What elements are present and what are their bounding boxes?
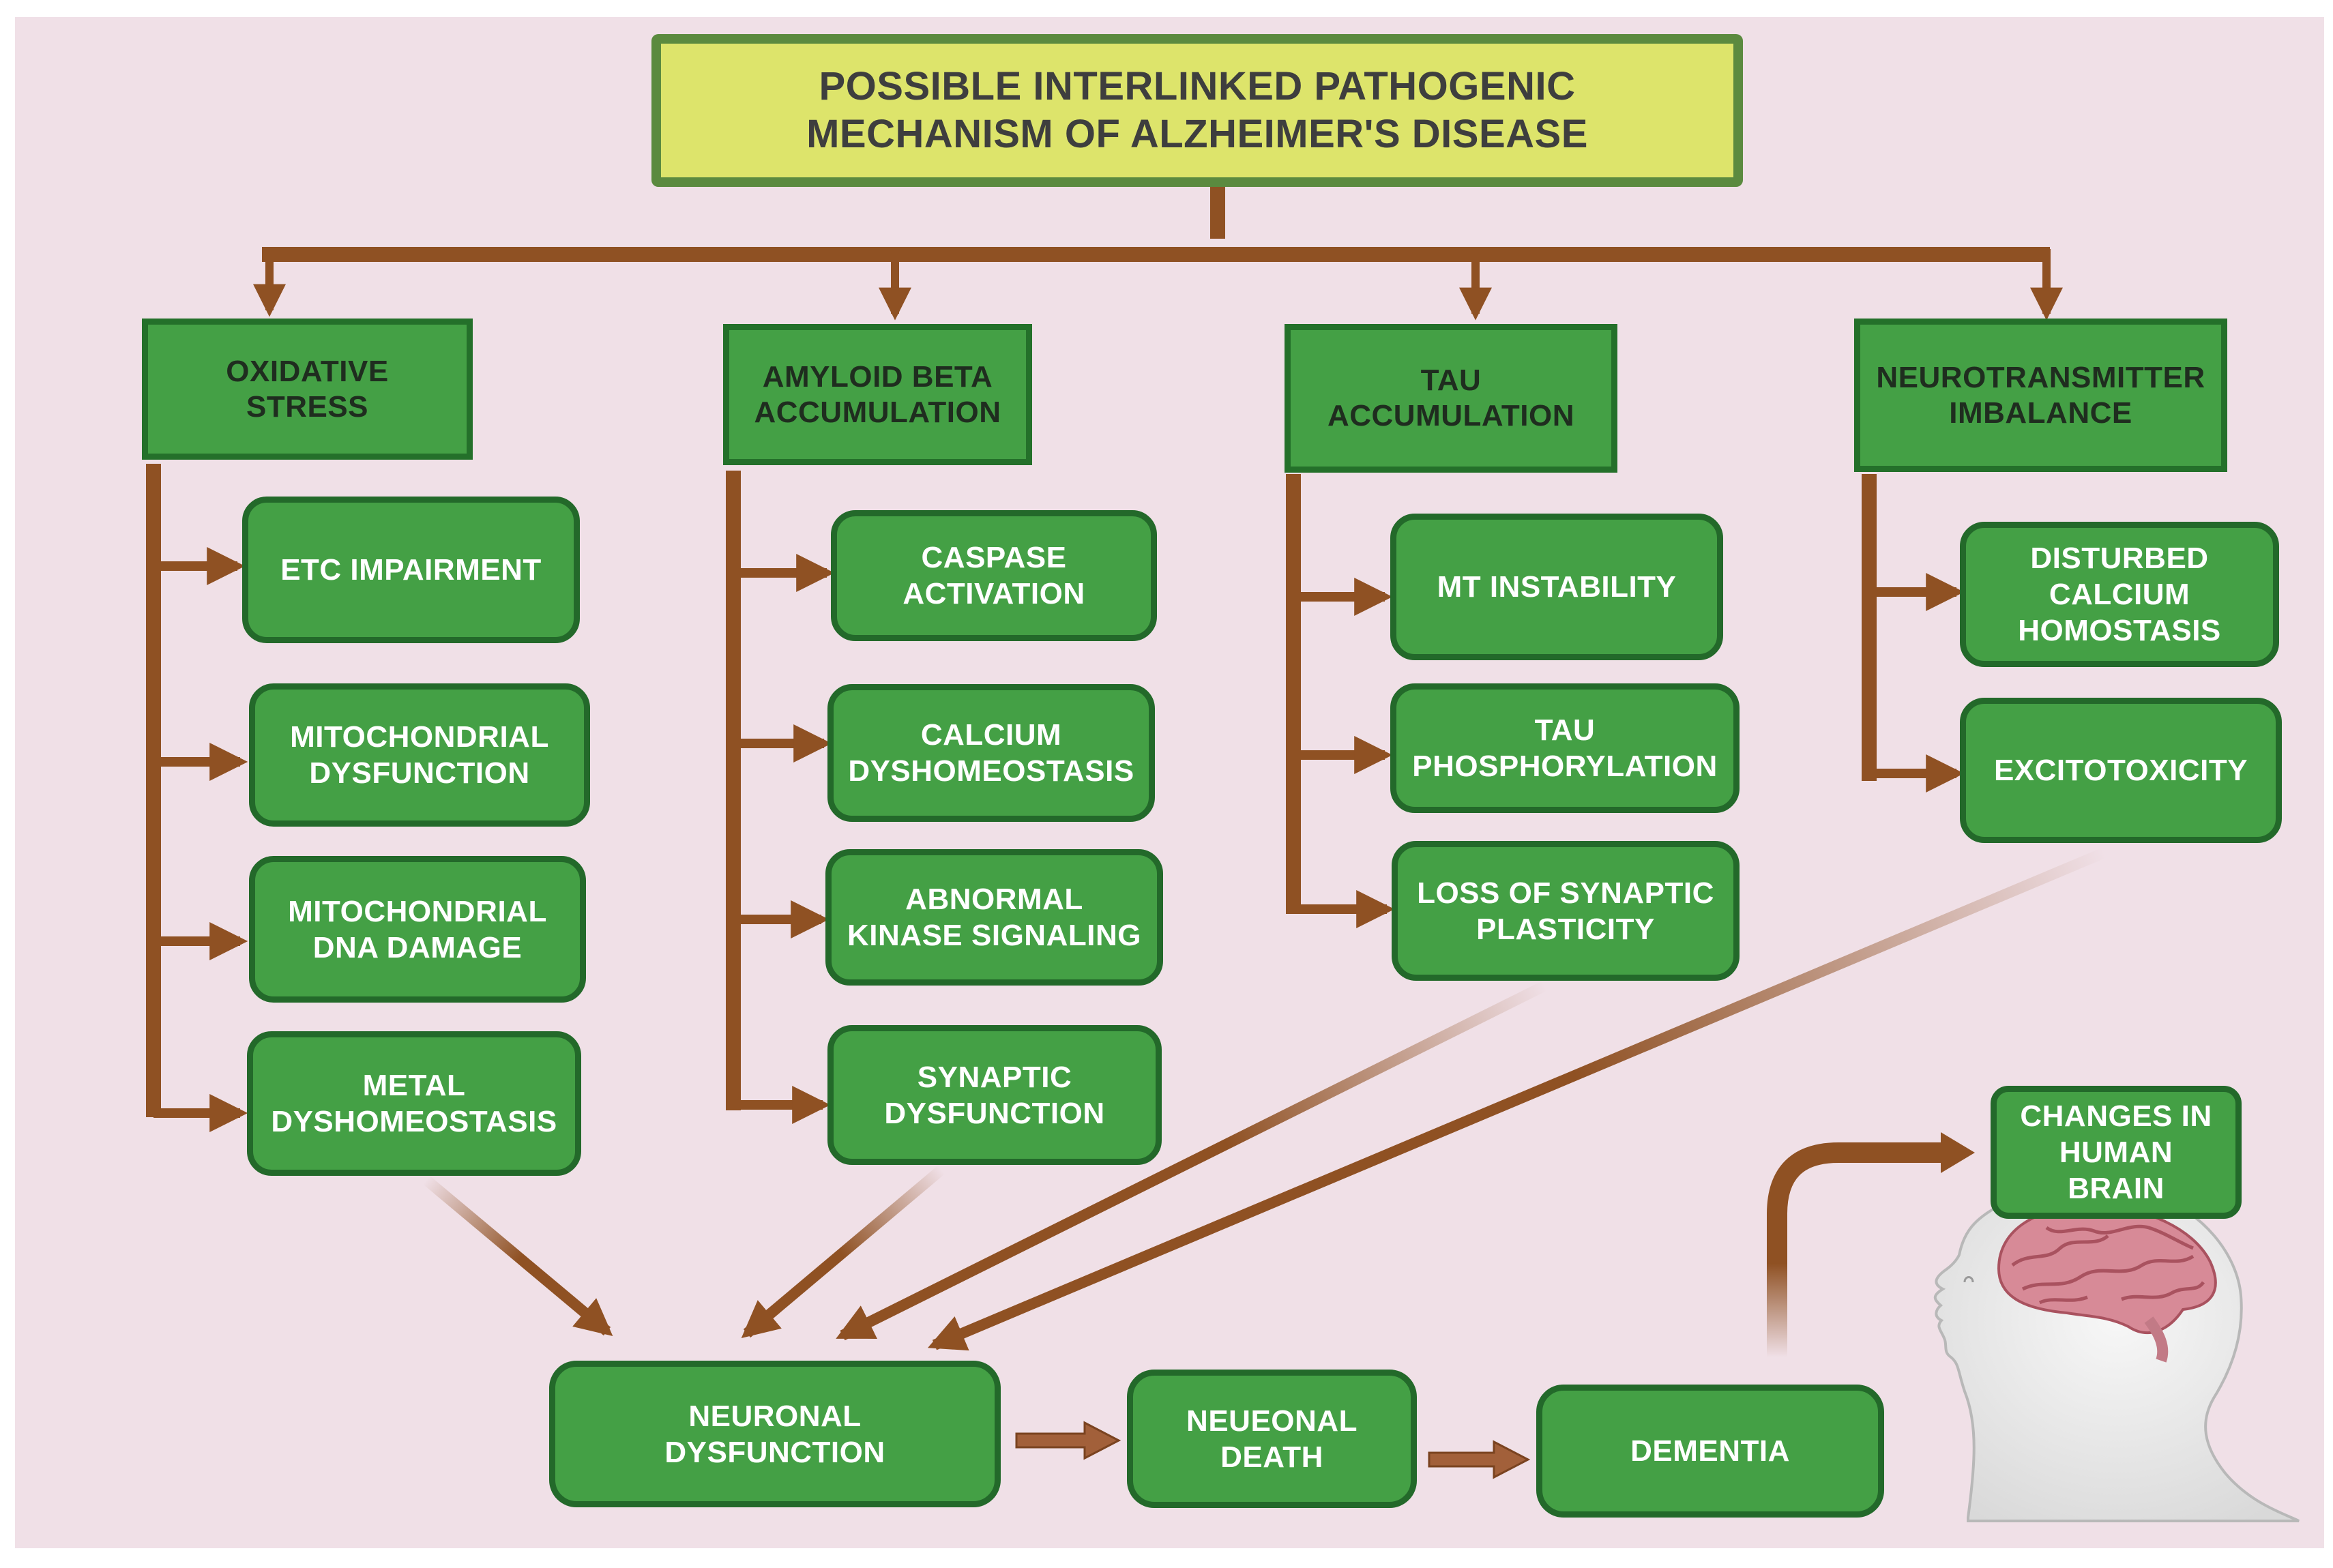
outcome-dementia: DEMENTIA [1536,1385,1884,1518]
item-excitotoxicity: EXCITOTOXICITY [1960,698,2282,843]
item-mitochondrial-dysfunction: MITOCHONDRIAL DYSFUNCTION [249,683,590,827]
item-label: MITOCHONDRIAL DNA DAMAGE [288,894,547,964]
category-amyloid-beta-label: AMYLOID BETA ACCUMULATION [754,359,1001,429]
item-label: CASPASE ACTIVATION [903,541,1085,610]
category-oxidative-stress: OXIDATIVE STRESS [142,319,473,460]
item-label: METAL DYSHOMEOSTASIS [271,1069,557,1138]
category-neurotransmitter-label: NEUROTRANSMITTER IMBALANCE [1876,360,2205,430]
category-oxidative-stress-label: OXIDATIVE STRESS [226,354,389,424]
category-neurotransmitter: NEUROTRANSMITTER IMBALANCE [1854,319,2227,472]
human-head-brain-icon [1933,1182,2300,1522]
outcome-label: NEURONAL DYSFUNCTION [664,1399,885,1469]
category-tau-label: TAU ACCUMULATION [1327,364,1575,432]
item-abnormal-kinase-signaling: ABNORMAL KINASE SIGNALING [825,849,1163,986]
curved-arrow [1767,1142,1948,1357]
item-label: CALCIUM DYSHOMEOSTASIS [848,718,1134,788]
outcome-label: NEUEONAL DEATH [1186,1404,1358,1474]
item-label: SYNAPTIC DYSFUNCTION [884,1060,1105,1130]
diagram-title: POSSIBLE INTERLINKED PATHOGENIC MECHANIS… [651,34,1743,187]
brain-changes-label: CHANGES IN HUMAN BRAIN [1991,1086,2242,1219]
outcome-arrows [1015,1421,1531,1479]
item-label: ETC IMPAIRMENT [280,553,542,587]
item-loss-of-synaptic-plasticity: LOSS OF SYNAPTIC PLASTICITY [1392,841,1740,981]
item-label: LOSS OF SYNAPTIC PLASTICITY [1417,876,1714,946]
item-label: MT INSTABILITY [1437,570,1677,604]
item-disturbed-calcium-homostasis: DISTURBED CALCIUM HOMOSTASIS [1960,522,2279,667]
item-label: DISTURBED CALCIUM HOMOSTASIS [2018,542,2221,647]
outcome-label: DEMENTIA [1630,1434,1790,1468]
convergence-arrows [422,847,2107,1351]
outcome-neuronal-death: NEUEONAL DEATH [1127,1370,1417,1508]
outcome-neuronal-dysfunction: NEURONAL DYSFUNCTION [549,1361,1001,1507]
item-mt-instability: MT INSTABILITY [1390,514,1723,660]
item-mitochondrial-dna-damage: MITOCHONDRIAL DNA DAMAGE [249,856,586,1003]
item-metal-dyshomeostasis: METAL DYSHOMEOSTASIS [247,1031,581,1176]
diagram-title-text: POSSIBLE INTERLINKED PATHOGENIC MECHANIS… [806,64,1588,156]
item-label: EXCITOTOXICITY [1993,754,2248,787]
item-label: MITOCHONDRIAL DYSFUNCTION [290,720,549,790]
brain-changes-text: CHANGES IN HUMAN BRAIN [2020,1099,2212,1205]
item-calcium-dyshomeostasis: CALCIUM DYSHOMEOSTASIS [827,684,1155,822]
item-synaptic-dysfunction: SYNAPTIC DYSFUNCTION [827,1025,1162,1165]
branch-arrows [153,547,1965,1132]
item-label: ABNORMAL KINASE SIGNALING [847,883,1141,952]
category-amyloid-beta: AMYLOID BETA ACCUMULATION [723,324,1032,465]
item-etc-impairment: ETC IMPAIRMENT [242,497,580,643]
item-label: TAU PHOSPHORYLATION [1412,713,1718,783]
category-tau: TAU ACCUMULATION [1285,324,1617,473]
item-tau-phosphorylation: TAU PHOSPHORYLATION [1390,683,1740,813]
curved-arrowhead [1941,1132,1975,1173]
item-caspase-activation: CASPASE ACTIVATION [831,510,1157,641]
